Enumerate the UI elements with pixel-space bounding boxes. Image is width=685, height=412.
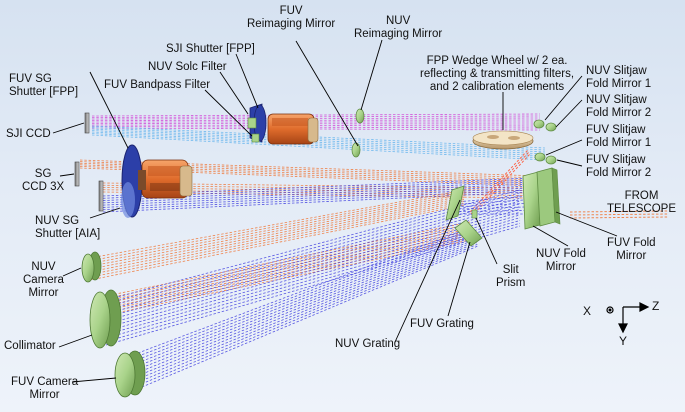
telescope-input-beam bbox=[569, 210, 669, 219]
nuv-grating bbox=[445, 185, 465, 221]
label-fuv-grating: FUV Grating bbox=[410, 318, 474, 330]
fuv-slitjaw-fold-mirror-2 bbox=[545, 155, 557, 165]
axis-label-x: X bbox=[583, 304, 592, 318]
collimator bbox=[89, 289, 122, 349]
fuv-grating bbox=[454, 219, 483, 247]
label-nuv-slitjaw-fold-mirror-2: NUV Slitjaw Fold Mirror 2 bbox=[586, 94, 652, 119]
label-nuv-grating: NUV Grating bbox=[335, 338, 401, 350]
fuv-slitjaw-fold-mirror-1 bbox=[534, 152, 546, 162]
sji-camera-housing bbox=[247, 103, 319, 145]
fpp-wedge-wheel bbox=[472, 130, 534, 150]
label-collimator: Collimator bbox=[4, 340, 56, 352]
axis-label-z: Z bbox=[652, 299, 660, 313]
label-sg-ccd: SG CCD 3X bbox=[22, 168, 65, 193]
label-slit-prism: Slit Prism bbox=[496, 264, 526, 289]
nuv-camera-mirror bbox=[81, 251, 102, 283]
label-from-telescope: FROM TELESCOPE bbox=[607, 190, 677, 215]
label-sji-shutter: SJI Shutter [FPP] bbox=[166, 43, 255, 55]
collimator-orange-beam bbox=[105, 221, 471, 316]
sg-fuv-beam-upper bbox=[79, 159, 539, 187]
label-fuv-fold-mirror: FUV Fold Mirror bbox=[607, 237, 656, 262]
label-fuv-reimaging-mirror: FUV Reimaging Mirror bbox=[247, 5, 336, 30]
label-fuv-slitjaw-fold-mirror-1: FUV Slitjaw Fold Mirror 1 bbox=[586, 124, 652, 149]
label-fpp-wedge-wheel: FPP Wedge Wheel w/ 2 ea. reflecting & tr… bbox=[420, 55, 575, 93]
label-fuv-slitjaw-fold-mirror-2: FUV Slitjaw Fold Mirror 2 bbox=[586, 154, 652, 179]
label-nuv-solc-filter: NUV Solc Filter bbox=[148, 61, 227, 73]
label-sji-ccd: SJI CCD bbox=[6, 128, 51, 140]
label-nuv-sg-shutter: NUV SG Shutter [AIA] bbox=[35, 215, 101, 240]
label-fuv-bandpass-filter: FUV Bandpass Filter bbox=[104, 79, 211, 91]
fuv-camera-mirror bbox=[114, 350, 146, 398]
fuv-reimaging-mirror bbox=[351, 142, 361, 158]
label-nuv-reimaging-mirror: NUV Reimaging Mirror bbox=[354, 15, 443, 40]
sji-fuv-beam bbox=[91, 125, 546, 161]
coordinate-axes bbox=[606, 302, 650, 334]
nuv-slitjaw-fold-mirror-1 bbox=[533, 119, 545, 129]
label-nuv-camera-mirror: NUV Camera Mirror bbox=[23, 261, 64, 299]
sg-camera-housing bbox=[121, 144, 193, 218]
nuv-reimaging-mirror bbox=[355, 108, 365, 124]
label-fuv-camera-mirror: FUV Camera Mirror bbox=[11, 376, 79, 401]
nuv-camera-beam bbox=[89, 189, 466, 281]
sg-ccd-plates bbox=[74, 161, 104, 212]
leader-lines bbox=[52, 39, 618, 383]
label-nuv-fold-mirror: NUV Fold Mirror bbox=[536, 248, 586, 273]
sji-ccd-plate bbox=[84, 112, 90, 134]
label-fuv-sg-shutter: FUV SG Shutter [FPP] bbox=[9, 73, 79, 98]
slit-prism bbox=[471, 209, 478, 219]
nuv-slitjaw-fold-mirror-2 bbox=[545, 122, 557, 132]
fuv-camera-blue-beam bbox=[129, 227, 479, 393]
axis-label-y: Y bbox=[619, 334, 628, 348]
grating-blue-beam bbox=[454, 195, 531, 215]
label-nuv-slitjaw-fold-mirror-1: NUV Slitjaw Fold Mirror 1 bbox=[586, 65, 652, 90]
fuv-fold-mirror bbox=[536, 167, 561, 227]
